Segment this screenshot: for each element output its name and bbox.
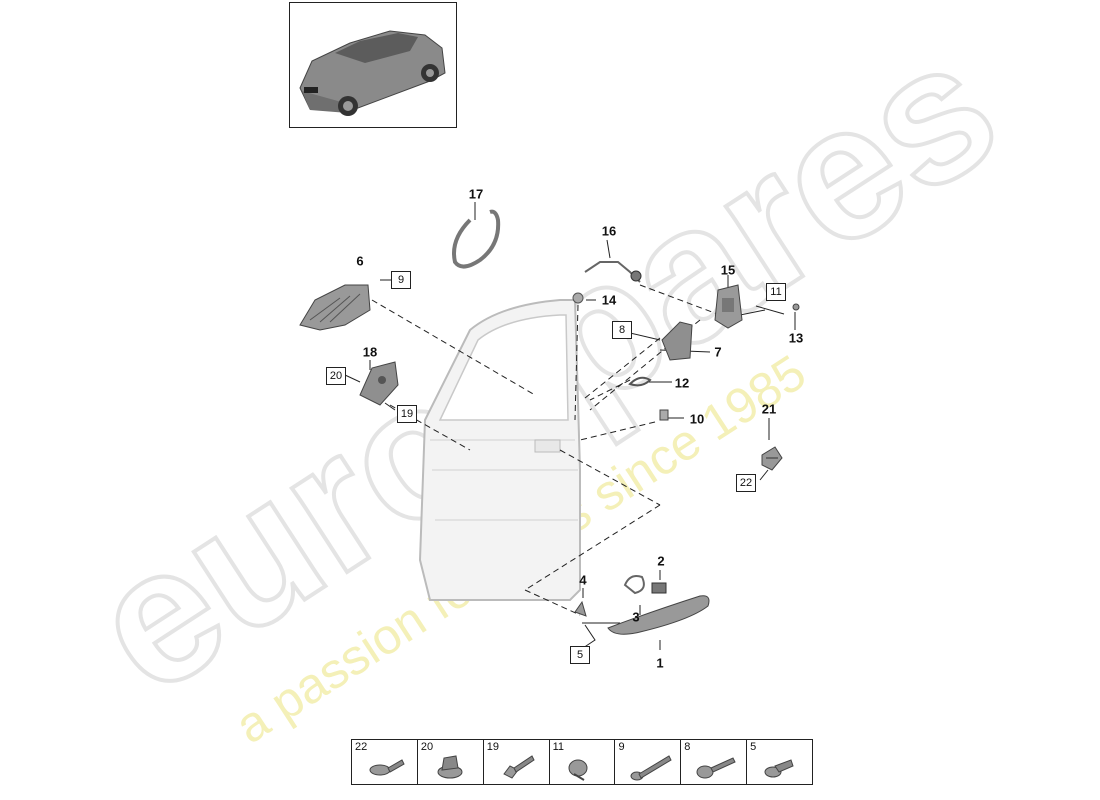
boxed-ref-8: 8 [612, 321, 632, 339]
legend-number: 11 [552, 741, 564, 753]
handle-bracket-part [299, 284, 371, 331]
legend-cell: 9 [615, 740, 682, 784]
callout-16: 16 [601, 223, 617, 239]
seal-part [628, 376, 652, 387]
callout-17: 17 [468, 186, 484, 202]
plastic-clip-icon [568, 759, 588, 781]
bracket-part [659, 409, 669, 421]
cable-part [452, 209, 501, 269]
callout-4: 4 [579, 572, 587, 588]
clip-part [792, 303, 800, 311]
door-shell [418, 299, 581, 601]
callout-21: 21 [761, 401, 777, 417]
callout-1: 1 [656, 655, 664, 671]
legend-number: 20 [420, 741, 434, 753]
fastener-legend: 22 20 19 11 9 8 [351, 739, 813, 785]
boxed-ref-11: 11 [766, 283, 786, 301]
callout-3: 3 [632, 609, 640, 625]
outer-handle-part [607, 595, 710, 635]
pan-head-screw-icon [369, 759, 405, 776]
legend-cell: 22 [352, 740, 418, 784]
callout-2: 2 [657, 553, 665, 569]
boxed-ref-20: 20 [326, 367, 346, 385]
striker-part [761, 446, 783, 471]
vehicle-thumbnail [289, 2, 457, 128]
legend-number: 5 [750, 741, 757, 753]
small-bracket-part [574, 600, 587, 617]
lock-cover-part [661, 321, 693, 361]
callout-13: 13 [788, 330, 804, 346]
callout-15: 15 [720, 262, 736, 278]
flange-bolt-icon [764, 759, 794, 778]
boxed-ref-9: 9 [391, 271, 411, 289]
door-lock-part [714, 284, 743, 329]
long-bolt-icon [630, 755, 673, 781]
callout-7: 7 [714, 344, 722, 360]
handle-gasket-part [623, 575, 645, 595]
callout-6: 6 [356, 253, 364, 269]
callout-10: 10 [689, 411, 705, 427]
boxed-ref-5: 5 [570, 646, 590, 664]
boxed-ref-19: 19 [397, 405, 417, 423]
legend-number: 9 [618, 741, 625, 753]
legend-cell: 20 [418, 740, 484, 784]
plug-part [572, 292, 584, 304]
legend-number: 19 [486, 741, 499, 753]
legend-cell: 19 [484, 740, 550, 784]
legend-number: 8 [684, 741, 691, 753]
stud-bolt-icon [502, 755, 535, 779]
legend-cell: 5 [747, 740, 812, 784]
lock-housing-part [359, 361, 399, 406]
flanged-nut-icon [437, 755, 463, 779]
legend-cell: 11 [550, 740, 616, 784]
legend-cell: 8 [681, 740, 748, 784]
callout-12: 12 [674, 375, 690, 391]
callout-14: 14 [601, 292, 617, 308]
handle-cap-part [651, 582, 667, 594]
legend-number: 22 [355, 741, 368, 753]
torx-screw-icon [696, 757, 736, 779]
callout-18: 18 [362, 344, 378, 360]
boxed-ref-22: 22 [736, 474, 756, 492]
car-icon [299, 30, 446, 116]
